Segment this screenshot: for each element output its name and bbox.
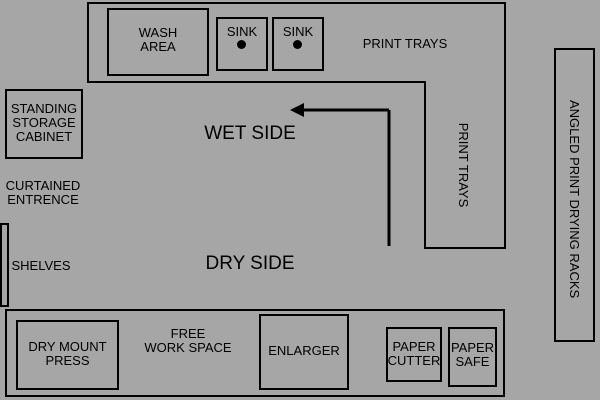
angled-print-drying-racks	[554, 48, 595, 342]
paper-cutter	[386, 327, 442, 382]
paper-safe	[448, 327, 497, 387]
arrow-head-icon	[290, 103, 304, 117]
wet-side-label: WET SIDE	[204, 123, 296, 144]
wash-area	[107, 8, 209, 76]
paper-safe-label: PAPER SAFE	[450, 340, 495, 369]
dry-mount-press-label: DRY MOUNT PRESS	[28, 339, 107, 368]
standing-storage-cabinet	[5, 89, 83, 159]
dry-side-label: DRY SIDE	[205, 253, 295, 274]
wash-area-label: WASH AREA	[138, 25, 178, 54]
paper-cutter-label: PAPER CUTTER	[387, 338, 441, 368]
sink-2	[272, 17, 324, 71]
enlarger-label: ENLARGER	[268, 343, 340, 358]
sink-1-drain-icon	[237, 40, 246, 49]
dry-mount-press	[16, 320, 119, 390]
curtained-entrance-label: CURTAINED ENTRENCE	[5, 178, 81, 207]
sink-1	[216, 17, 268, 71]
print-trays-top-label: PRINT TRAYS	[362, 36, 448, 51]
print-trays-side-label: PRINT TRAYS	[456, 122, 471, 208]
shelves	[0, 223, 9, 307]
shelves-label: SHELVES	[11, 258, 71, 273]
storage-cabinet-label: STANDING STORAGE CABINET	[10, 101, 78, 144]
sink-1-label: SINK	[226, 24, 258, 39]
dry-counter	[5, 309, 505, 397]
enlarger	[259, 314, 349, 390]
sink-2-drain-icon	[293, 40, 302, 49]
angled-racks-label: ANGLED PRINT DRYING RACKS	[567, 100, 582, 299]
sink-2-label: SINK	[282, 24, 314, 39]
free-work-space-label: FREE WORK SPACE	[144, 326, 232, 355]
